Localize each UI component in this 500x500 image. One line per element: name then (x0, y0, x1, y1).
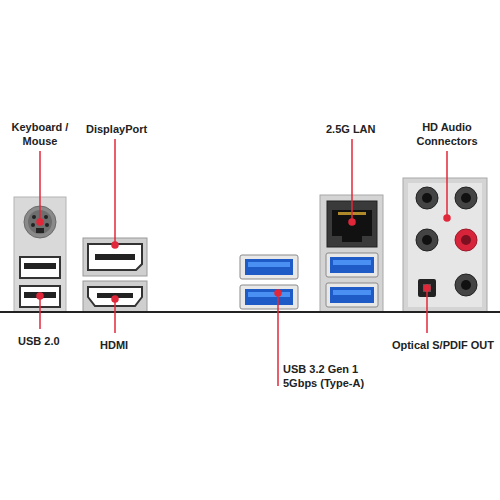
audio-jack (455, 229, 477, 251)
leader-dot (275, 290, 281, 296)
leader-dot (37, 293, 43, 299)
port-housing (83, 238, 147, 276)
leader-dot (112, 296, 118, 302)
port-label: HDMI (100, 338, 128, 352)
port-label: USB 2.0 (18, 334, 60, 348)
usb3-port (240, 285, 298, 309)
ps2-pin (31, 223, 35, 227)
usb3-port (326, 253, 378, 277)
port-label: DisplayPort (86, 122, 147, 136)
audio-jack (461, 235, 471, 245)
leader-line (351, 139, 353, 222)
audio-jack (416, 187, 438, 209)
usb-tongue (24, 292, 56, 298)
leader-dot (37, 219, 43, 225)
audio-jack (461, 280, 471, 290)
displayport-connector (83, 238, 147, 276)
port-label: USB 3.2 Gen 1 5Gbps (Type-A) (283, 362, 383, 390)
usb-tongue (248, 262, 290, 267)
leader-line (446, 151, 448, 218)
leader-line (114, 139, 116, 245)
leader-dot (349, 219, 355, 225)
usb-tongue (248, 292, 290, 297)
audio-block (403, 178, 487, 312)
port-tongue (95, 254, 135, 260)
port-label: Optical S/PDIF OUT (392, 338, 494, 352)
usb3-socket (245, 259, 293, 275)
usb2-port (20, 257, 60, 278)
leader-lines (37, 139, 450, 386)
ps2-pin (44, 215, 48, 219)
usb3-socket (330, 287, 374, 303)
usb-tongue (333, 260, 371, 265)
panel-edge (0, 311, 500, 313)
audio-panel (408, 183, 482, 307)
audio-jack (422, 235, 432, 245)
usb3-port (240, 255, 298, 279)
usb3-socket (330, 257, 374, 273)
ps2-pin (45, 223, 49, 227)
audio-jack (416, 229, 438, 251)
usb-tongue (333, 290, 371, 295)
port-label: 2.5G LAN (326, 122, 376, 136)
leader-line (39, 151, 41, 222)
leader-line (114, 299, 116, 333)
usb3-port (326, 283, 378, 307)
leader-line (426, 288, 428, 333)
port-housing (403, 178, 487, 312)
leader-line (39, 296, 41, 329)
ps2-key (36, 228, 44, 233)
usb-tongue (24, 263, 56, 269)
port-label: Keyboard / Mouse (6, 120, 74, 148)
leader-dot (444, 215, 450, 221)
usb3-pair (240, 255, 298, 309)
port-label: HD Audio Connectors (400, 120, 494, 148)
leader-dot (112, 242, 118, 248)
audio-jack (422, 193, 432, 203)
ps2-pin (32, 215, 36, 219)
audio-jack (455, 187, 477, 209)
leader-dot (424, 285, 430, 291)
audio-jack (455, 274, 477, 296)
optical-port (423, 284, 431, 292)
audio-jack (461, 193, 471, 203)
leader-line (277, 293, 279, 386)
usb3-socket (245, 289, 293, 305)
